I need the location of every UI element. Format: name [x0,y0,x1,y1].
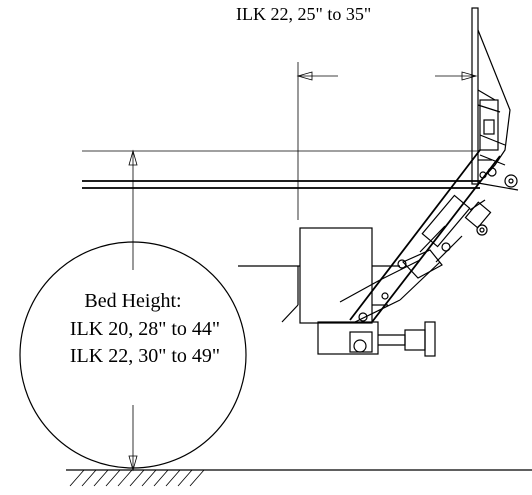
bed-height-ilk22: ILK 22, 30" to 49" [70,345,220,367]
liftgate-platform [471,7,519,191]
top-dimension [296,62,478,220]
mount-frame [238,227,436,357]
bed-height-ilk20: ILK 20, 28" to 44" [70,318,220,340]
ground [66,469,532,487]
bed-height-dimension [128,149,138,472]
truck-bed [82,150,480,189]
lift-arms [339,149,501,323]
top-range-label: ILK 22, 25" to 35" [236,4,371,24]
bed-height-title: Bed Height: [84,290,181,312]
